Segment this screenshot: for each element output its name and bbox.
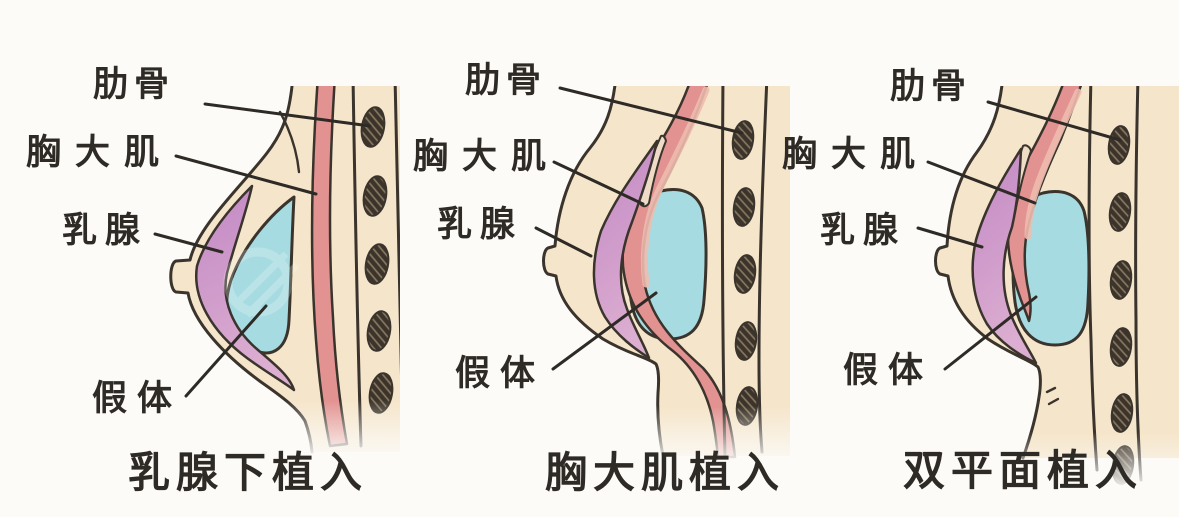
dual-plane-diagram xyxy=(790,86,1179,507)
implant-leader xyxy=(551,291,658,371)
leader-lines xyxy=(534,86,744,371)
breast-outline xyxy=(542,86,665,458)
leader-lines xyxy=(153,102,372,398)
gland-leader xyxy=(153,232,224,254)
implant-label: 假体 xyxy=(455,354,546,393)
gland-shape xyxy=(195,184,296,392)
rib-label: 肋骨 xyxy=(890,67,973,106)
rib-label: 肋骨 xyxy=(93,65,176,104)
panel-title: 乳腺下植入 xyxy=(128,449,369,496)
leader-lines xyxy=(916,100,1122,371)
panel-title: 双平面植入 xyxy=(903,447,1144,494)
rib-leader xyxy=(203,102,372,128)
chestwall-left-edge xyxy=(720,86,727,458)
gland-label: 乳腺 xyxy=(820,211,907,250)
chestwall-left-edge xyxy=(351,86,363,448)
panel-title: 胸大肌植入 xyxy=(545,449,786,496)
muscle-label: 胸大肌 xyxy=(26,133,174,172)
muscle-leader xyxy=(552,160,645,206)
watermark xyxy=(223,247,300,318)
chestwall-right-edge xyxy=(393,86,400,381)
rib-leader xyxy=(986,100,1122,142)
implant-leader xyxy=(943,295,1038,371)
muscle-label: 胸大肌 xyxy=(413,137,561,176)
breast-outline xyxy=(934,86,1042,460)
subglandular-diagram xyxy=(0,86,400,475)
bottom-fade xyxy=(400,406,790,481)
rib-leader xyxy=(558,86,744,135)
fold-tick-marks xyxy=(1045,386,1060,406)
panel-submuscular: 肋骨 胸大肌 乳腺 假体 胸大肌植入 xyxy=(400,0,790,517)
implant-label: 假体 xyxy=(843,351,934,390)
muscle-label: 胸大肌 xyxy=(782,135,930,174)
bottom-fade xyxy=(790,432,1179,507)
implant-leader xyxy=(184,304,268,398)
gland-shape xyxy=(592,139,659,360)
rib-label: 肋骨 xyxy=(465,61,548,100)
submuscular-diagram xyxy=(400,86,790,481)
chestwall-left-edge xyxy=(1087,86,1099,472)
bottom-fade xyxy=(0,400,400,475)
armpit-line xyxy=(278,110,301,174)
muscle-highlight xyxy=(1024,88,1082,240)
gland-label: 乳腺 xyxy=(62,211,149,250)
gland-leader xyxy=(916,226,984,249)
panel-subglandular: 肋骨 胸大肌 乳腺 假体 乳腺下植入 xyxy=(0,0,400,517)
gland-leader xyxy=(534,226,593,258)
muscle-leader xyxy=(174,154,318,196)
panel-dual-plane: 肋骨 胸大肌 乳腺 假体 双平面植入 xyxy=(782,0,1179,517)
muscle-leader xyxy=(926,160,1037,205)
implant-shape xyxy=(1011,190,1091,347)
gland-shape xyxy=(971,147,1038,365)
gland-label: 乳腺 xyxy=(437,205,524,244)
implant-label: 假体 xyxy=(92,379,183,418)
